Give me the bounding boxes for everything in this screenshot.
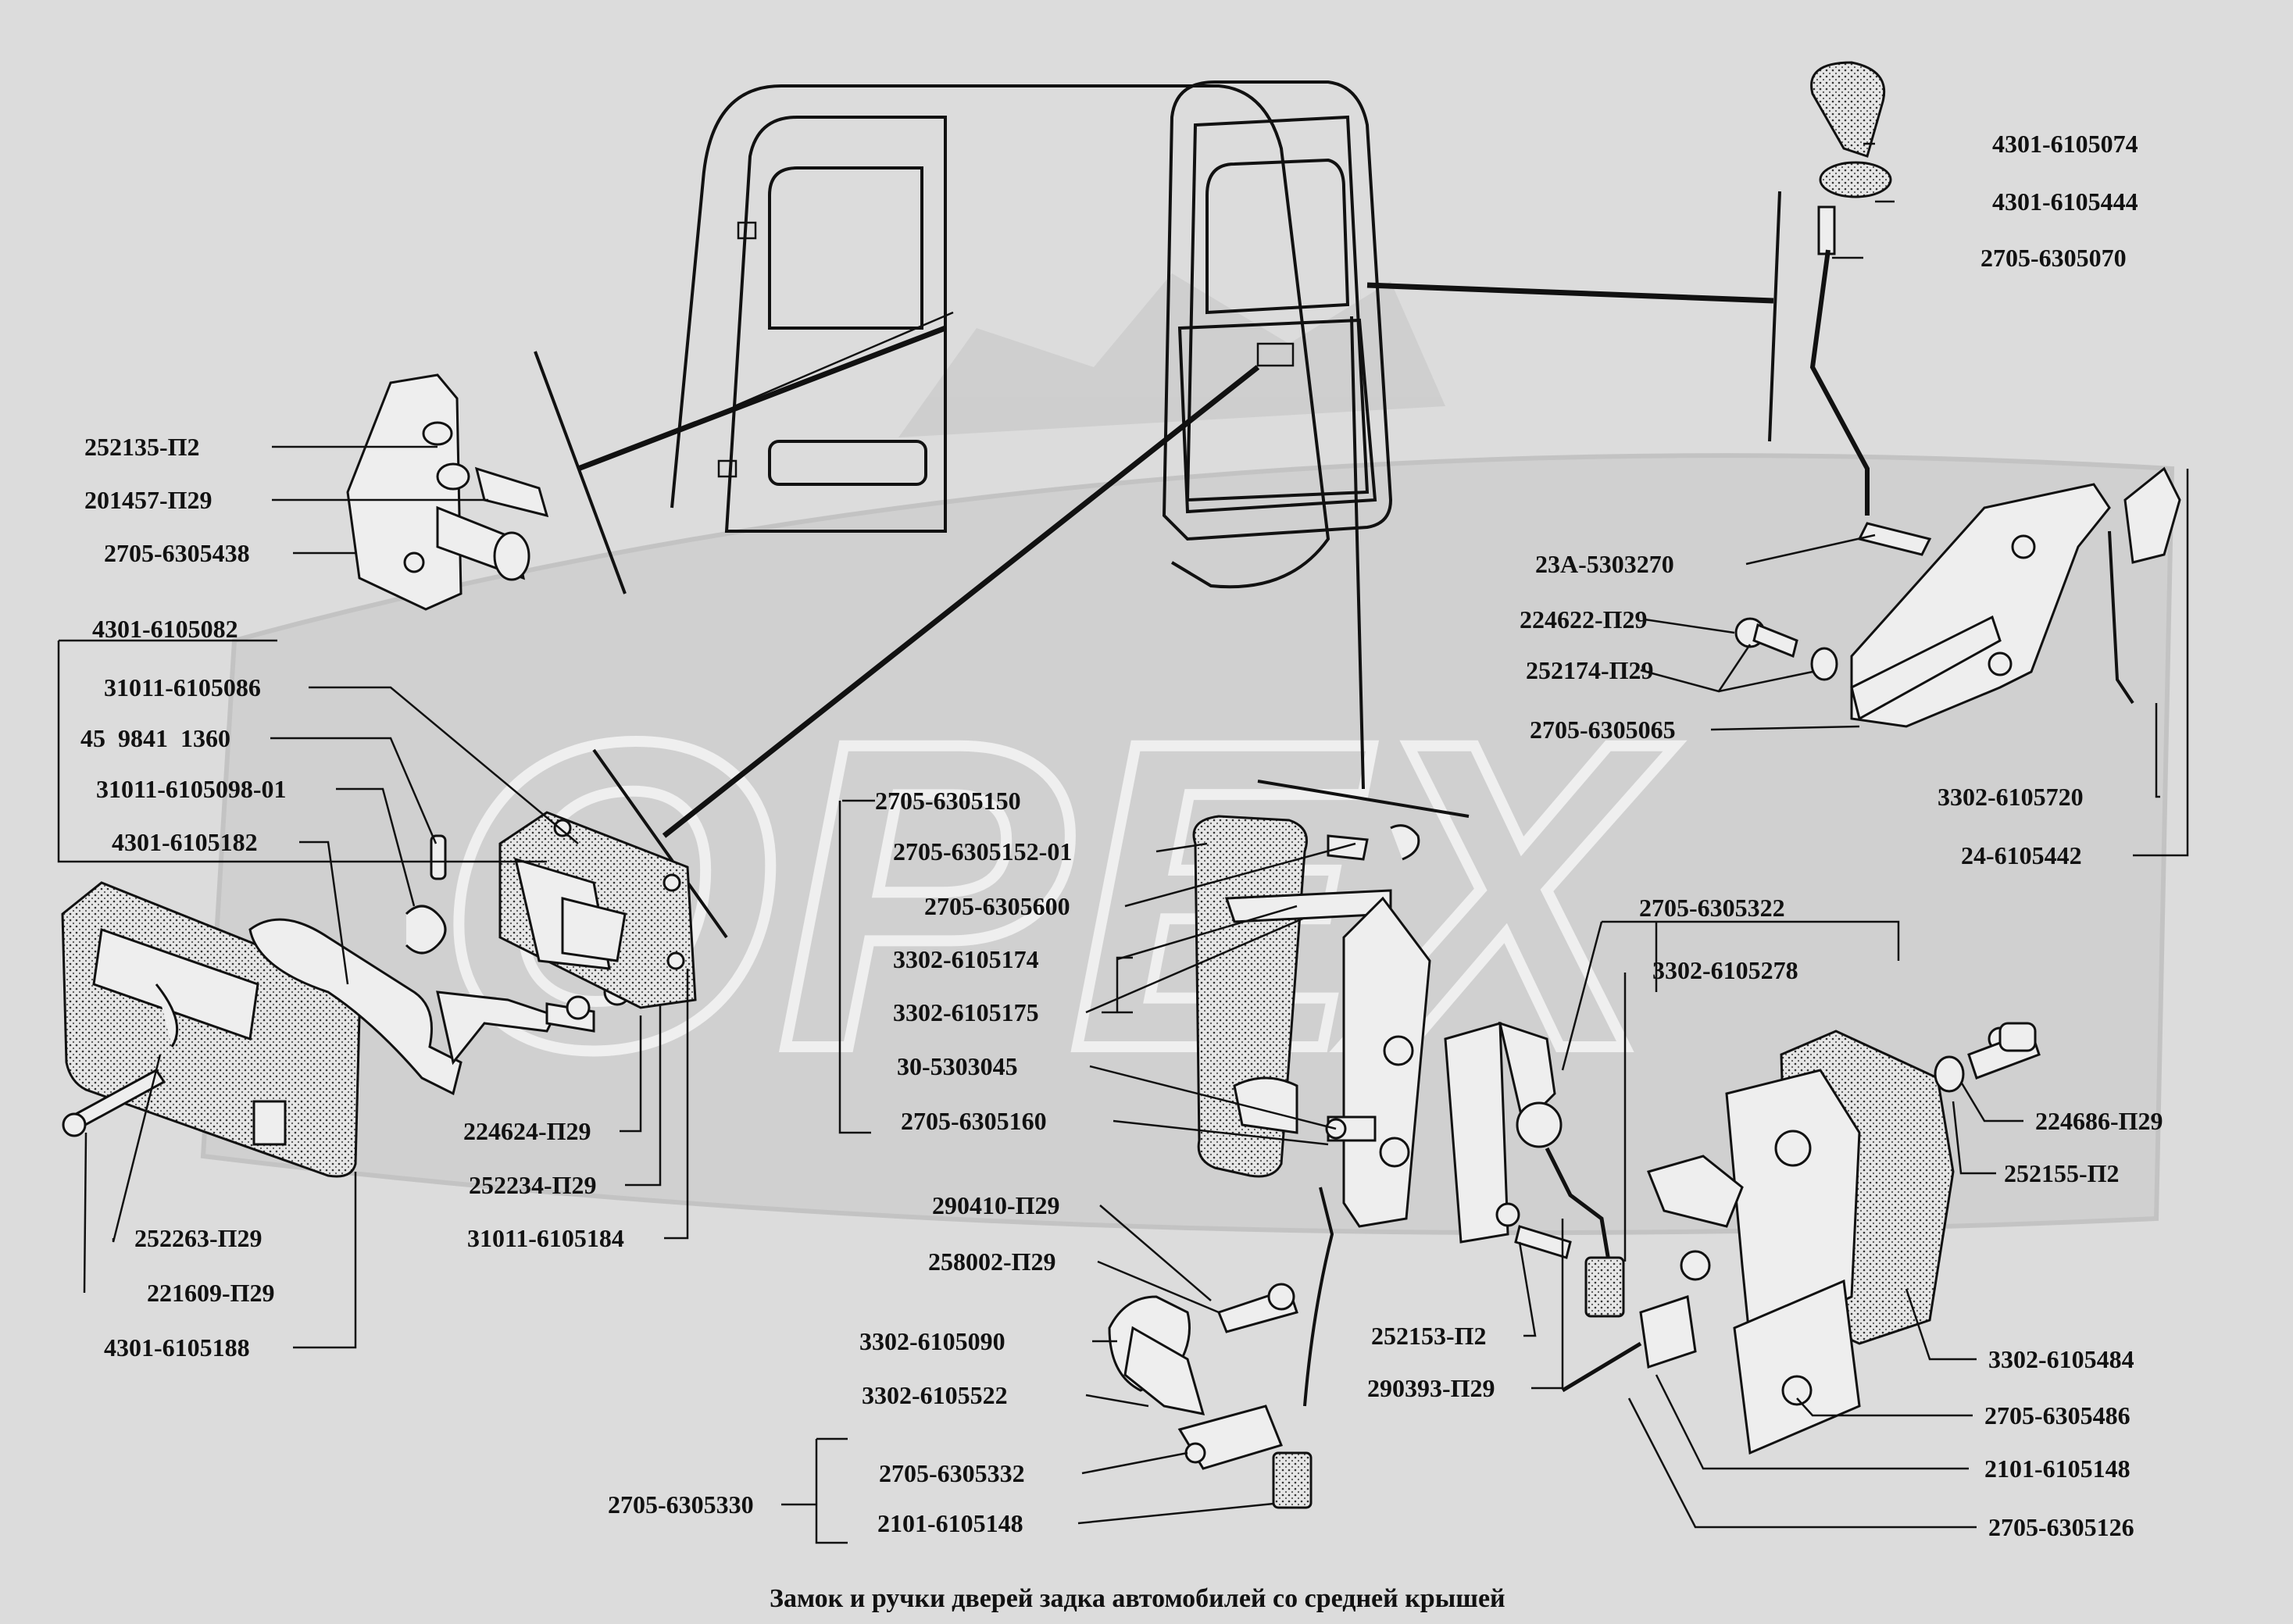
part-labels: 252135-П2 201457-П29 2705-6305438 4301-6… — [80, 130, 2163, 1541]
label-252263-p29: 252263-П29 — [134, 1224, 263, 1252]
label-4301-6105082: 4301-6105082 — [92, 615, 238, 643]
label-2705-6305332: 2705-6305332 — [879, 1459, 1025, 1487]
door-lock-mechanism — [1561, 1022, 2041, 1455]
label-252135-p2: 252135-П2 — [84, 433, 200, 461]
label-252174-p29: 252174-П29 — [1526, 656, 1654, 684]
label-2101-6105148-bottom: 2101-6105148 — [877, 1509, 1023, 1537]
label-31011-6105098-01: 31011-6105098-01 — [96, 775, 287, 803]
lock-link — [1444, 1021, 1625, 1318]
label-252234-p29: 252234-П29 — [469, 1171, 597, 1199]
label-45-9841-1360: 45 9841 1360 — [80, 724, 230, 752]
label-3302-6105090: 3302-6105090 — [859, 1327, 1005, 1355]
label-258002-p29: 258002-П29 — [928, 1247, 1056, 1276]
lock-rod-knob — [1809, 61, 1932, 556]
label-4301-6105182: 4301-6105182 — [112, 828, 258, 856]
label-2705-6305126: 2705-6305126 — [1988, 1513, 2134, 1541]
label-252153-p2: 252153-П2 — [1371, 1322, 1487, 1350]
handle-bracket — [498, 811, 697, 1009]
label-3302-6105278: 3302-6105278 — [1652, 956, 1798, 984]
label-4301-6105444: 4301-6105444 — [1992, 187, 2138, 216]
label-2705-6305070: 2705-6305070 — [1980, 244, 2127, 272]
label-30-5303045: 30-5303045 — [897, 1052, 1018, 1080]
label-3302-6105175: 3302-6105175 — [893, 998, 1039, 1026]
label-31011-6105184: 31011-6105184 — [467, 1224, 624, 1252]
label-224624-p29: 224624-П29 — [463, 1117, 591, 1145]
label-4301-6105188: 4301-6105188 — [104, 1333, 250, 1362]
guide-bracket — [1850, 466, 2181, 728]
callout-leaders — [57, 142, 2189, 1544]
label-24-6105442: 24-6105442 — [1961, 841, 2082, 869]
handle-lever-assembly — [248, 834, 631, 1096]
inner-handle-bezel — [61, 881, 361, 1178]
label-2705-6305600: 2705-6305600 — [924, 892, 1070, 920]
label-3302-6105174: 3302-6105174 — [893, 945, 1039, 973]
label-2705-6305065: 2705-6305065 — [1530, 716, 1676, 744]
label-2705-6305160: 2705-6305160 — [901, 1107, 1047, 1135]
label-290393-p29: 290393-П29 — [1367, 1374, 1495, 1402]
label-2705-6305152-01: 2705-6305152-01 — [893, 837, 1072, 866]
label-3302-6105522: 3302-6105522 — [862, 1381, 1008, 1409]
label-2705-6305330: 2705-6305330 — [608, 1490, 754, 1519]
label-2101-6105148-right: 2101-6105148 — [1984, 1454, 2130, 1483]
label-221609-p29: 221609-П29 — [147, 1279, 275, 1307]
label-2705-6305150: 2705-6305150 — [875, 787, 1021, 815]
label-3302-6105484: 3302-6105484 — [1988, 1345, 2134, 1373]
label-201457-p29: 201457-П29 — [84, 486, 213, 514]
diagram-caption: Замок и ручки дверей задка автомобилей с… — [770, 1584, 1505, 1613]
label-4301-6105074: 4301-6105074 — [1992, 130, 2138, 158]
label-290410-p29: 290410-П29 — [932, 1191, 1060, 1219]
label-224686-p29: 224686-П29 — [2035, 1107, 2163, 1135]
lock-plate — [1325, 896, 1431, 1228]
label-2705-6305322: 2705-6305322 — [1639, 894, 1785, 922]
hinge-plate-assembly — [346, 373, 549, 611]
label-2705-6305486: 2705-6305486 — [1984, 1401, 2130, 1429]
lock-cylinder-assembly — [1108, 1187, 1334, 1509]
van-rear-body — [670, 80, 1393, 589]
label-252155-p2: 252155-П2 — [2004, 1159, 2120, 1187]
label-3302-6105720: 3302-6105720 — [1938, 783, 2084, 811]
label-2705-6305438: 2705-6305438 — [104, 539, 250, 567]
pointer-lines — [534, 191, 1781, 939]
label-224622-p29: 224622-П29 — [1520, 605, 1648, 634]
bracket-screw — [1734, 617, 1838, 681]
label-23a-5303270: 23А-5303270 — [1535, 550, 1674, 578]
label-31011-6105086: 31011-6105086 — [104, 673, 261, 701]
